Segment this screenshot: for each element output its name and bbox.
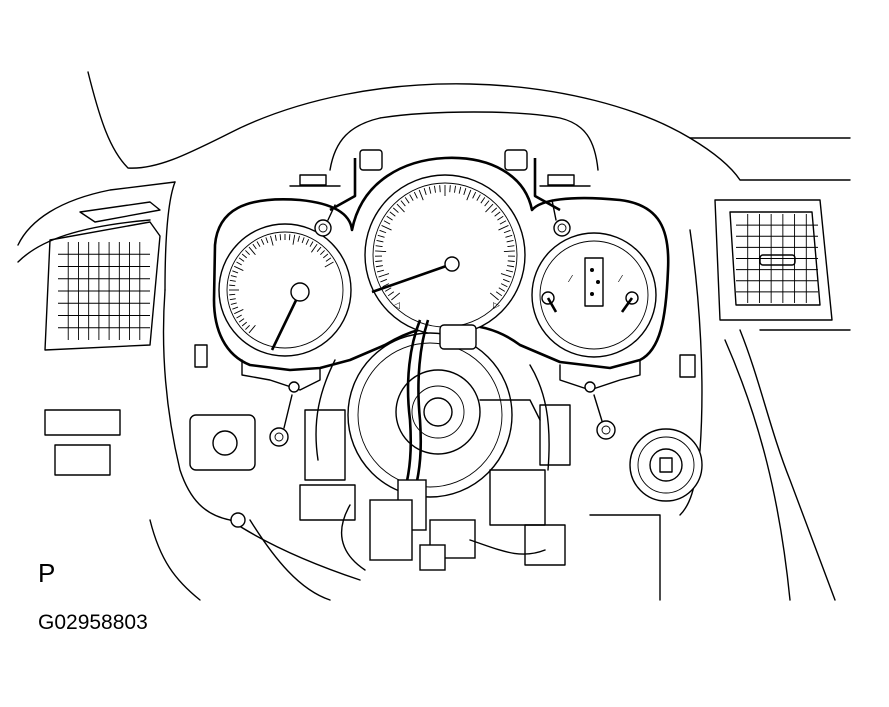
speedometer-gauge: ◁ ▷ xyxy=(364,174,526,336)
bolt-icon xyxy=(269,381,300,447)
svg-text:▷: ▷ xyxy=(493,300,500,310)
bolt-icon xyxy=(584,381,616,440)
dashboard-shell xyxy=(17,71,851,601)
fuel-temp-gauge: ⁄ ⁄ xyxy=(531,232,657,358)
svg-text:◁: ◁ xyxy=(393,300,400,310)
left-switch-panel xyxy=(44,344,256,528)
tachometer-gauge xyxy=(218,223,352,357)
cluster-hood xyxy=(289,111,599,212)
bolt-icon xyxy=(551,199,571,237)
left-air-vent xyxy=(44,201,161,351)
svg-text:⁄: ⁄ xyxy=(567,274,573,285)
spiral-cable xyxy=(299,319,571,571)
figure-code: G02958803 xyxy=(38,611,148,634)
figure-corner-letter: P xyxy=(38,558,56,588)
ignition-switch xyxy=(629,354,703,502)
right-air-vent xyxy=(714,199,833,321)
bolt-icon xyxy=(314,204,336,237)
svg-text:⁄: ⁄ xyxy=(617,274,623,285)
